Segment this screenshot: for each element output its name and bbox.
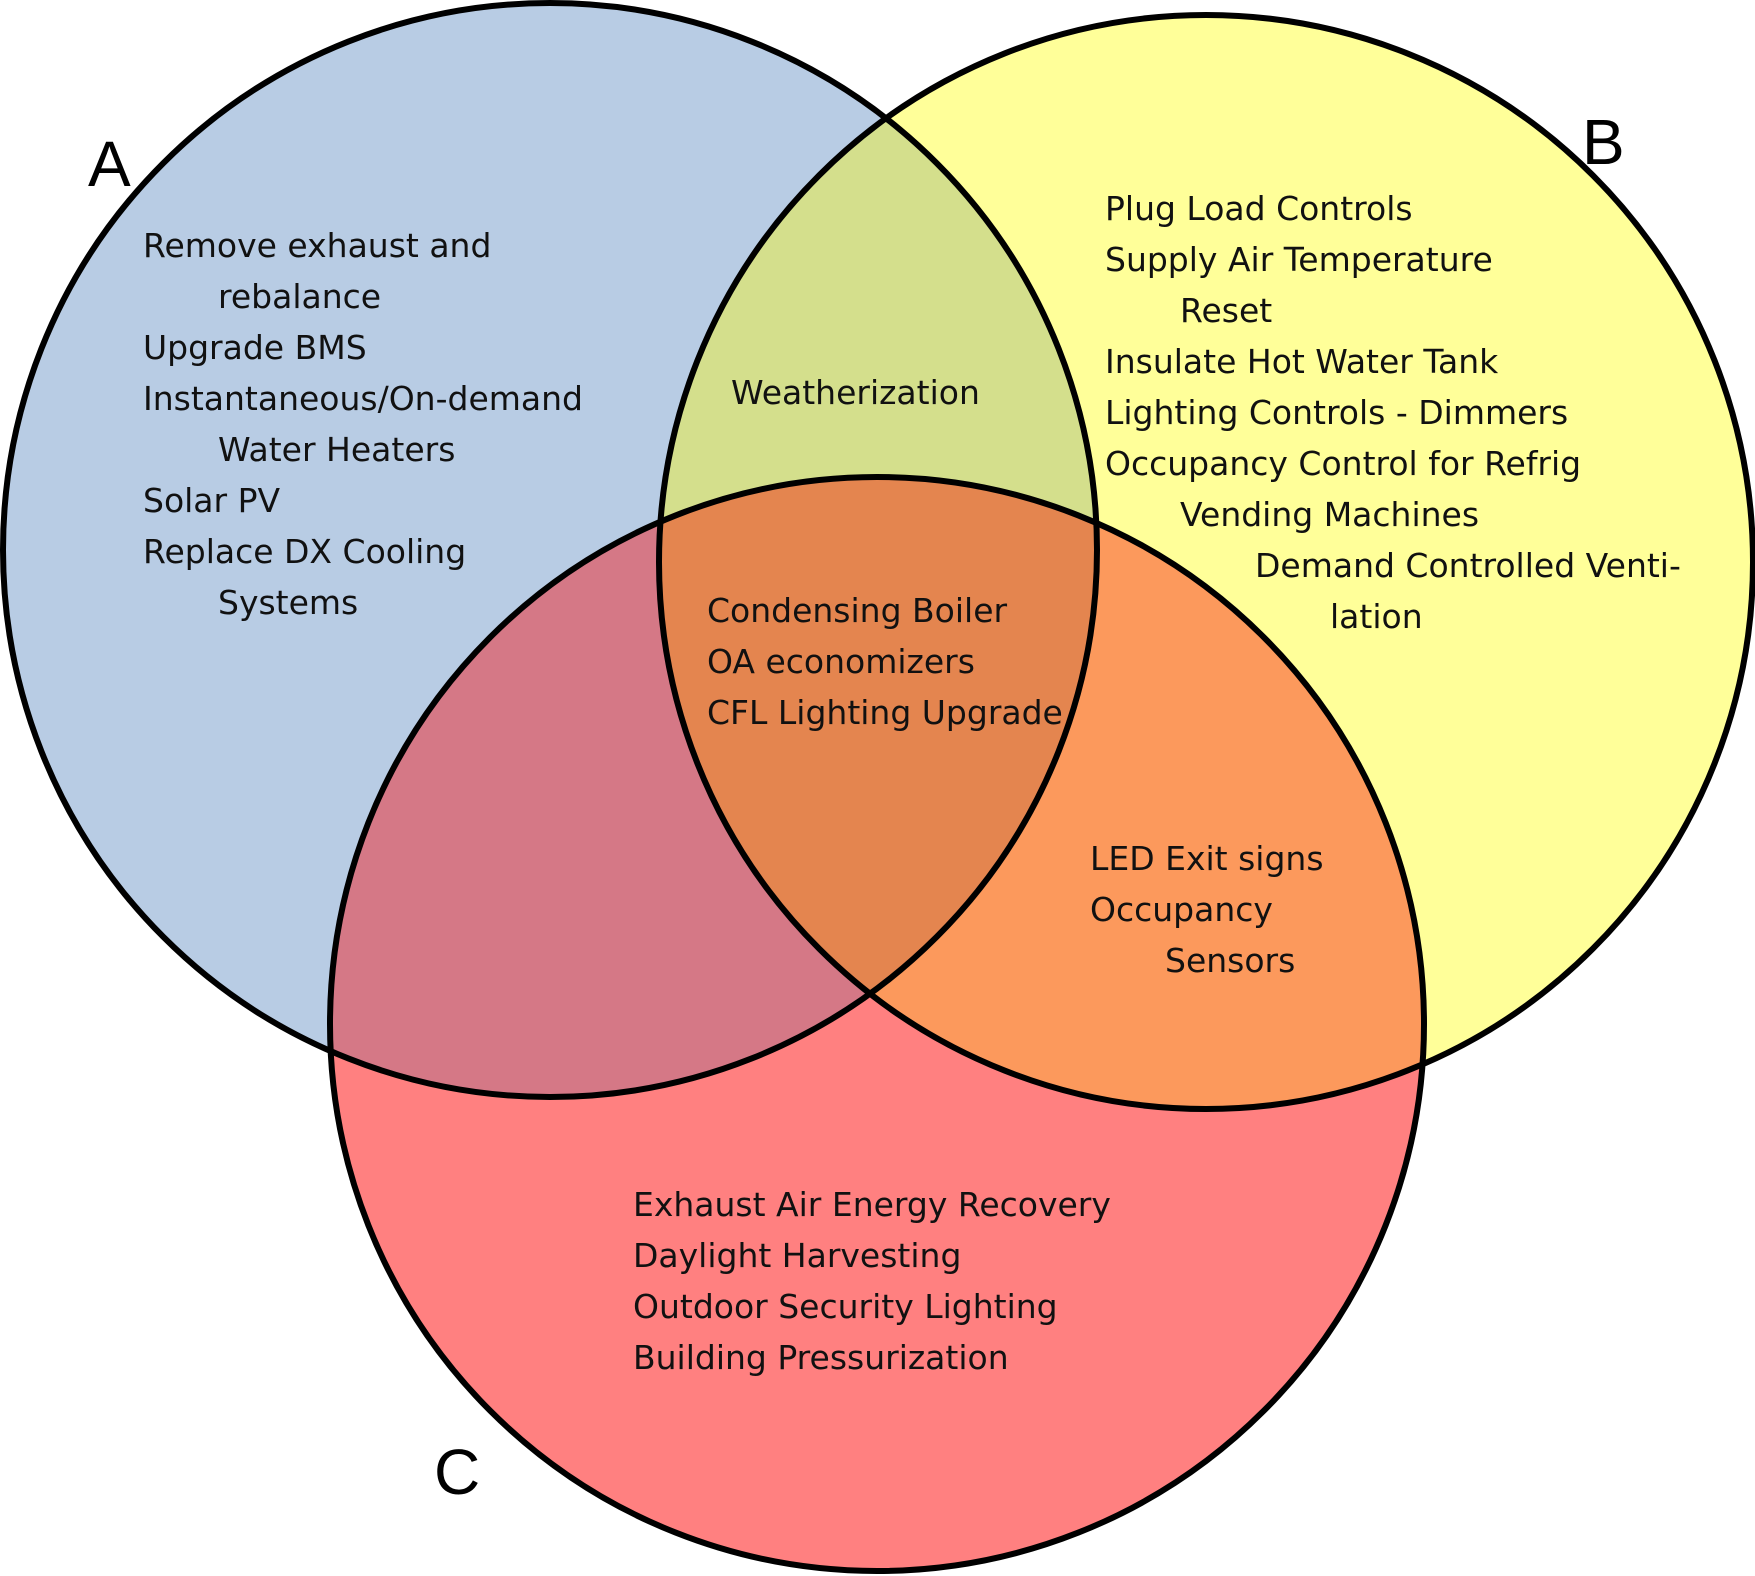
region-ab-list: Weatherization <box>731 373 980 412</box>
set-a-label: A <box>88 128 131 200</box>
set-c-label: C <box>434 1436 480 1508</box>
list-item: Supply Air Temperature <box>1105 240 1493 279</box>
list-item: Occupancy Control for Refrig <box>1105 444 1581 483</box>
list-item: Building Pressurization <box>633 1338 1009 1377</box>
list-item: Demand Controlled Venti- <box>1255 546 1681 585</box>
list-item: Plug Load Controls <box>1105 189 1413 228</box>
list-item-continuation: lation <box>1330 597 1423 636</box>
list-item: Occupancy <box>1090 890 1273 929</box>
list-item-continuation: Reset <box>1180 291 1272 330</box>
set-b-outline <box>656 12 1755 1112</box>
list-item: Lighting Controls - Dimmers <box>1105 393 1568 432</box>
list-item-continuation: Water Heaters <box>218 430 455 469</box>
list-item-continuation: Sensors <box>1165 941 1295 980</box>
list-item-continuation: Systems <box>218 583 358 622</box>
list-item: Solar PV <box>143 481 280 520</box>
set-c-outline <box>327 474 1427 1574</box>
list-item: LED Exit signs <box>1090 839 1324 878</box>
list-item: Replace DX Cooling <box>143 532 466 571</box>
set-a-outline <box>0 0 1100 1100</box>
list-item: OA economizers <box>707 642 975 681</box>
list-item: Exhaust Air Energy Recovery <box>633 1185 1111 1224</box>
list-item-continuation: Vending Machines <box>1180 495 1479 534</box>
list-item: Instantaneous/On-demand <box>143 379 583 418</box>
list-item: Daylight Harvesting <box>633 1236 961 1275</box>
list-item: Outdoor Security Lighting <box>633 1287 1058 1326</box>
list-item: Upgrade BMS <box>143 328 367 367</box>
list-item: Weatherization <box>731 373 980 412</box>
set-b-label: B <box>1582 106 1625 178</box>
list-item: Insulate Hot Water Tank <box>1105 342 1499 381</box>
list-item-continuation: rebalance <box>218 277 381 316</box>
list-item: CFL Lighting Upgrade <box>707 693 1063 732</box>
list-item: Condensing Boiler <box>707 591 1007 630</box>
list-item: Remove exhaust and <box>143 226 491 265</box>
